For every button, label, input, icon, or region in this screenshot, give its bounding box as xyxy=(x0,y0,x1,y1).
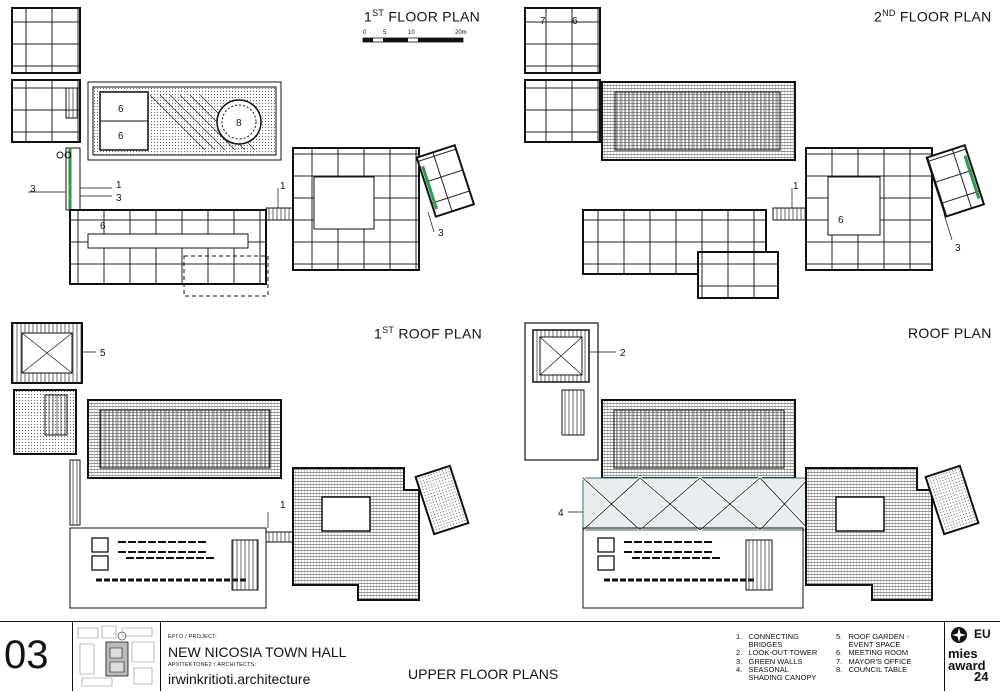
legend-left: 1. CONNECTING BRIDGES 2. LOOK-OUT TOWER … xyxy=(736,632,818,683)
legend-right: 5. ROOF GARDEN - EVENT SPACE 6. MEETING … xyxy=(836,632,912,674)
callout-3: 3 xyxy=(438,228,444,239)
callout-2: 2 xyxy=(620,348,626,359)
project-name: NEW NICOSIA TOWN HALL xyxy=(168,644,347,660)
legend-item: 6. MEETING ROOM xyxy=(836,648,909,658)
callout-5: 5 xyxy=(100,348,106,359)
star-icon xyxy=(951,627,967,643)
legend-item: 1. CONNECTING xyxy=(736,632,799,641)
callout-3: 3 xyxy=(116,193,122,204)
scale-label-5: 5 xyxy=(383,30,387,36)
site-location-map xyxy=(76,624,156,688)
legend-item: 7. MAYOR'S OFFICE xyxy=(836,656,912,666)
callout-1: 1 xyxy=(280,500,286,511)
legend-item: SHADING CANOPY xyxy=(736,673,817,683)
second-floor-plan xyxy=(524,7,986,299)
callout-leaders xyxy=(28,187,953,528)
roof-plan-title: ROOF PLAN xyxy=(908,325,992,341)
divider xyxy=(160,622,161,691)
first-roof-plan-title: 1ST ROOF PLAN xyxy=(374,325,482,342)
legend-item: 8. COUNCIL TABLE xyxy=(836,664,908,674)
second-floor-plan-title: 2ND FLOOR PLAN xyxy=(874,8,992,25)
badge-award: award xyxy=(948,658,986,673)
callout-8: 8 xyxy=(236,118,242,129)
callout-3: 3 xyxy=(955,243,961,254)
legend-item: 5. ROOF GARDEN - xyxy=(836,632,909,641)
callout-1: 1 xyxy=(116,180,122,191)
callout-6: 6 xyxy=(572,16,578,27)
callout-6: 6 xyxy=(838,215,844,226)
title-block xyxy=(0,621,1000,692)
badge-eu: EU xyxy=(974,627,991,641)
legend-item: 2. LOOK-OUT TOWER xyxy=(736,648,818,658)
council-stairs xyxy=(149,94,256,151)
first-floor-plan xyxy=(11,7,476,297)
callout-6: 6 xyxy=(118,104,124,115)
scale-label-0: 0 xyxy=(363,30,367,36)
architects-name: irwinkritioti.architecture xyxy=(168,671,311,687)
badge-year: 24 xyxy=(974,669,989,684)
council-table xyxy=(216,99,262,145)
callout-3: 3 xyxy=(30,184,36,195)
legend-item: EVENT SPACE xyxy=(836,640,901,650)
eu-mies-award-logo: EU mies award 24 xyxy=(946,624,998,688)
first-floor-plan-title: 1ST FLOOR PLAN xyxy=(364,8,481,25)
callout-1: 1 xyxy=(280,181,286,192)
sheet-number: 03 xyxy=(4,633,49,677)
callout-6: 6 xyxy=(100,221,106,232)
callout-6: 6 xyxy=(118,131,124,142)
divider xyxy=(944,622,945,691)
architects-label: ΑΡΧΙΤΕΚΤΟΝΕΣ / ARCHITECTS: xyxy=(168,662,257,668)
callout-1: 1 xyxy=(793,181,799,192)
legend-item: 3. GREEN WALLS xyxy=(736,656,803,666)
callout-7: 7 xyxy=(540,16,546,27)
callout-labels: 6 6 8 3 1 3 6 1 3 7 6 1 6 3 5 2 1 4 xyxy=(30,16,961,519)
drawing-canvas: 6 6 8 3 1 3 6 1 3 7 6 1 6 3 5 2 1 4 xyxy=(11,7,986,609)
legend-item: BRIDGES xyxy=(736,640,783,650)
callout-4: 4 xyxy=(558,508,564,519)
roof-plan xyxy=(524,322,980,609)
first-roof-plan xyxy=(11,322,470,609)
project-label: ΕΡΓΟ / PROJECT: xyxy=(168,634,217,640)
scale-label-20m: 20m xyxy=(455,30,467,36)
sheet-title: UPPER FLOOR PLANS xyxy=(408,666,559,682)
scale-label-10: 10 xyxy=(408,30,415,36)
badge-mies: mies xyxy=(948,646,978,661)
divider xyxy=(72,622,73,691)
shading-canopy xyxy=(581,475,811,533)
legend-item: 4. SEASONAL xyxy=(736,664,789,674)
scale-bar xyxy=(362,37,464,43)
